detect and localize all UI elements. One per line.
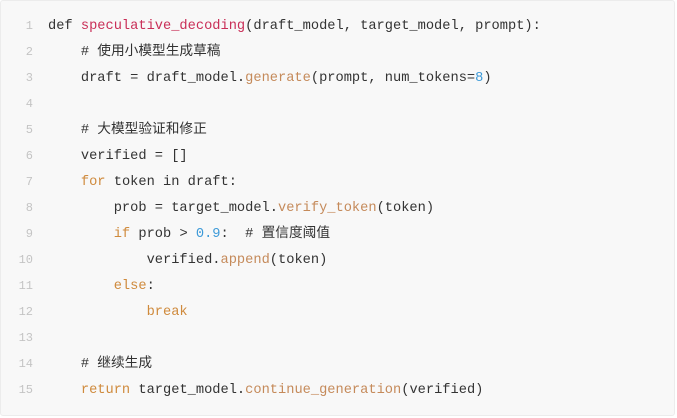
code-text: : [146, 279, 155, 294]
line-number: 4 [25, 97, 33, 111]
code-line: 11 else: [1, 273, 674, 299]
code-text [48, 383, 81, 398]
keyword: break [146, 305, 188, 320]
code-text: verified. [48, 253, 221, 268]
line-number: 2 [25, 45, 33, 59]
line-number: 10 [18, 253, 33, 267]
line-number: 7 [25, 175, 33, 189]
code-line: 6 verified = [] [1, 143, 674, 169]
code-text: def [48, 19, 81, 34]
code-line: 9 if prob > 0.9: # 置信度阈值 [1, 221, 674, 247]
code-text: token in draft: [105, 175, 237, 190]
function-name: speculative_decoding [80, 19, 246, 34]
line-number: 13 [18, 331, 33, 345]
method-name: verify_token [278, 201, 377, 216]
code-text: verified = [] [48, 149, 188, 164]
method-name: continue_generation [245, 383, 402, 398]
code-text: draft = draft_model. [48, 71, 246, 86]
code-line: 15 return target_model.continue_generati… [1, 377, 674, 403]
line-number: 14 [18, 357, 33, 371]
code-line: 12 break [1, 299, 674, 325]
comment: # 使用小模型生成草稿 [48, 45, 221, 60]
code-line: 2 # 使用小模型生成草稿 [1, 39, 674, 65]
code-text [48, 305, 147, 320]
code-line: 14 # 继续生成 [1, 351, 674, 377]
code-line: 4 [1, 91, 674, 117]
code-text: (prompt, num_tokens= [310, 71, 476, 86]
method-name: append [220, 253, 270, 268]
keyword: for [80, 175, 106, 190]
line-number: 9 [25, 227, 33, 241]
line-number: 11 [18, 279, 33, 293]
code-text: (token) [269, 253, 328, 268]
code-line: 5 # 大模型验证和修正 [1, 117, 674, 143]
line-number: 6 [25, 149, 33, 163]
line-number: 5 [25, 123, 33, 137]
code-text: prob = target_model. [48, 201, 278, 216]
code-text: (token) [376, 201, 435, 216]
code-line: 7 for token in draft: [1, 169, 674, 195]
number-literal: 0.9 [195, 227, 221, 242]
line-number: 8 [25, 201, 33, 215]
keyword: if [113, 227, 131, 242]
line-number: 12 [18, 305, 33, 319]
code-text: prob > [130, 227, 196, 242]
code-text: target_model. [130, 383, 246, 398]
code-text [48, 175, 81, 190]
comment: # 继续生成 [48, 357, 153, 372]
code-line: 3 draft = draft_model.generate(prompt, n… [1, 65, 674, 91]
comment: # 大模型验证和修正 [48, 123, 207, 138]
line-number: 15 [18, 383, 33, 397]
keyword: else [113, 279, 147, 294]
code-text: ) [483, 71, 492, 86]
code-text: (draft_model, target_model, prompt): [245, 19, 541, 34]
code-line: 13 [1, 325, 674, 351]
method-name: generate [245, 71, 311, 86]
code-text [48, 227, 114, 242]
code-line: 8 prob = target_model.verify_token(token… [1, 195, 674, 221]
keyword: return [80, 383, 131, 398]
line-number: 1 [25, 19, 33, 33]
code-text: : # 置信度阈值 [220, 227, 331, 242]
code-text: (verified) [401, 383, 484, 398]
code-line: 1 def speculative_decoding(draft_model, t… [1, 13, 674, 39]
line-number: 3 [25, 71, 33, 85]
code-text [48, 279, 114, 294]
code-line: 10 verified.append(token) [1, 247, 674, 273]
number-literal: 8 [475, 71, 484, 86]
